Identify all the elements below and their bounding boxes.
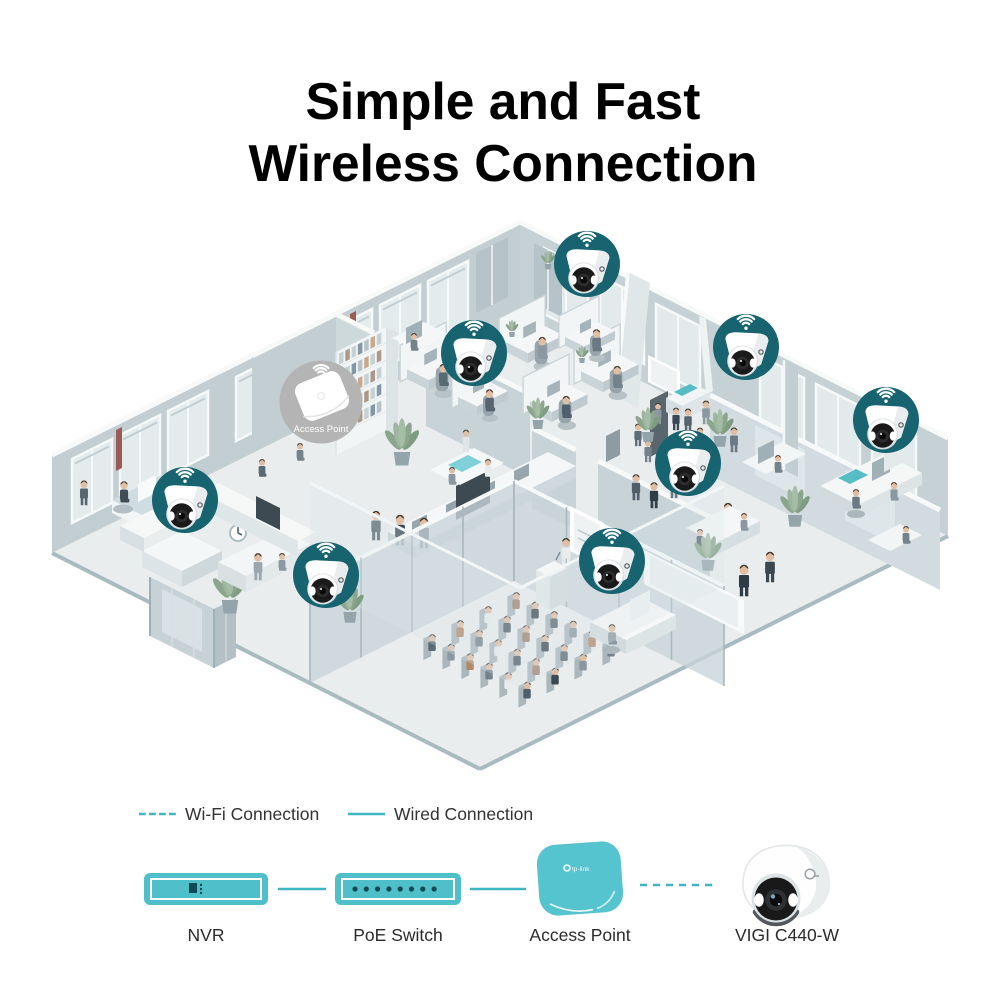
svg-text:VIGI C440-W: VIGI C440-W — [735, 925, 840, 945]
svg-text:Wireless Connection: Wireless Connection — [249, 134, 758, 192]
svg-text:Access Point: Access Point — [529, 925, 630, 945]
svg-text:Wi-Fi Connection: Wi-Fi Connection — [185, 804, 319, 824]
svg-text:Simple and Fast: Simple and Fast — [306, 72, 701, 130]
svg-text:Access Point: Access Point — [294, 424, 349, 435]
svg-text:tp-link: tp-link — [572, 866, 590, 873]
svg-text:PoE Switch: PoE Switch — [353, 925, 442, 945]
svg-text:Wired Connection: Wired Connection — [394, 804, 533, 824]
svg-text:NVR: NVR — [188, 925, 225, 945]
